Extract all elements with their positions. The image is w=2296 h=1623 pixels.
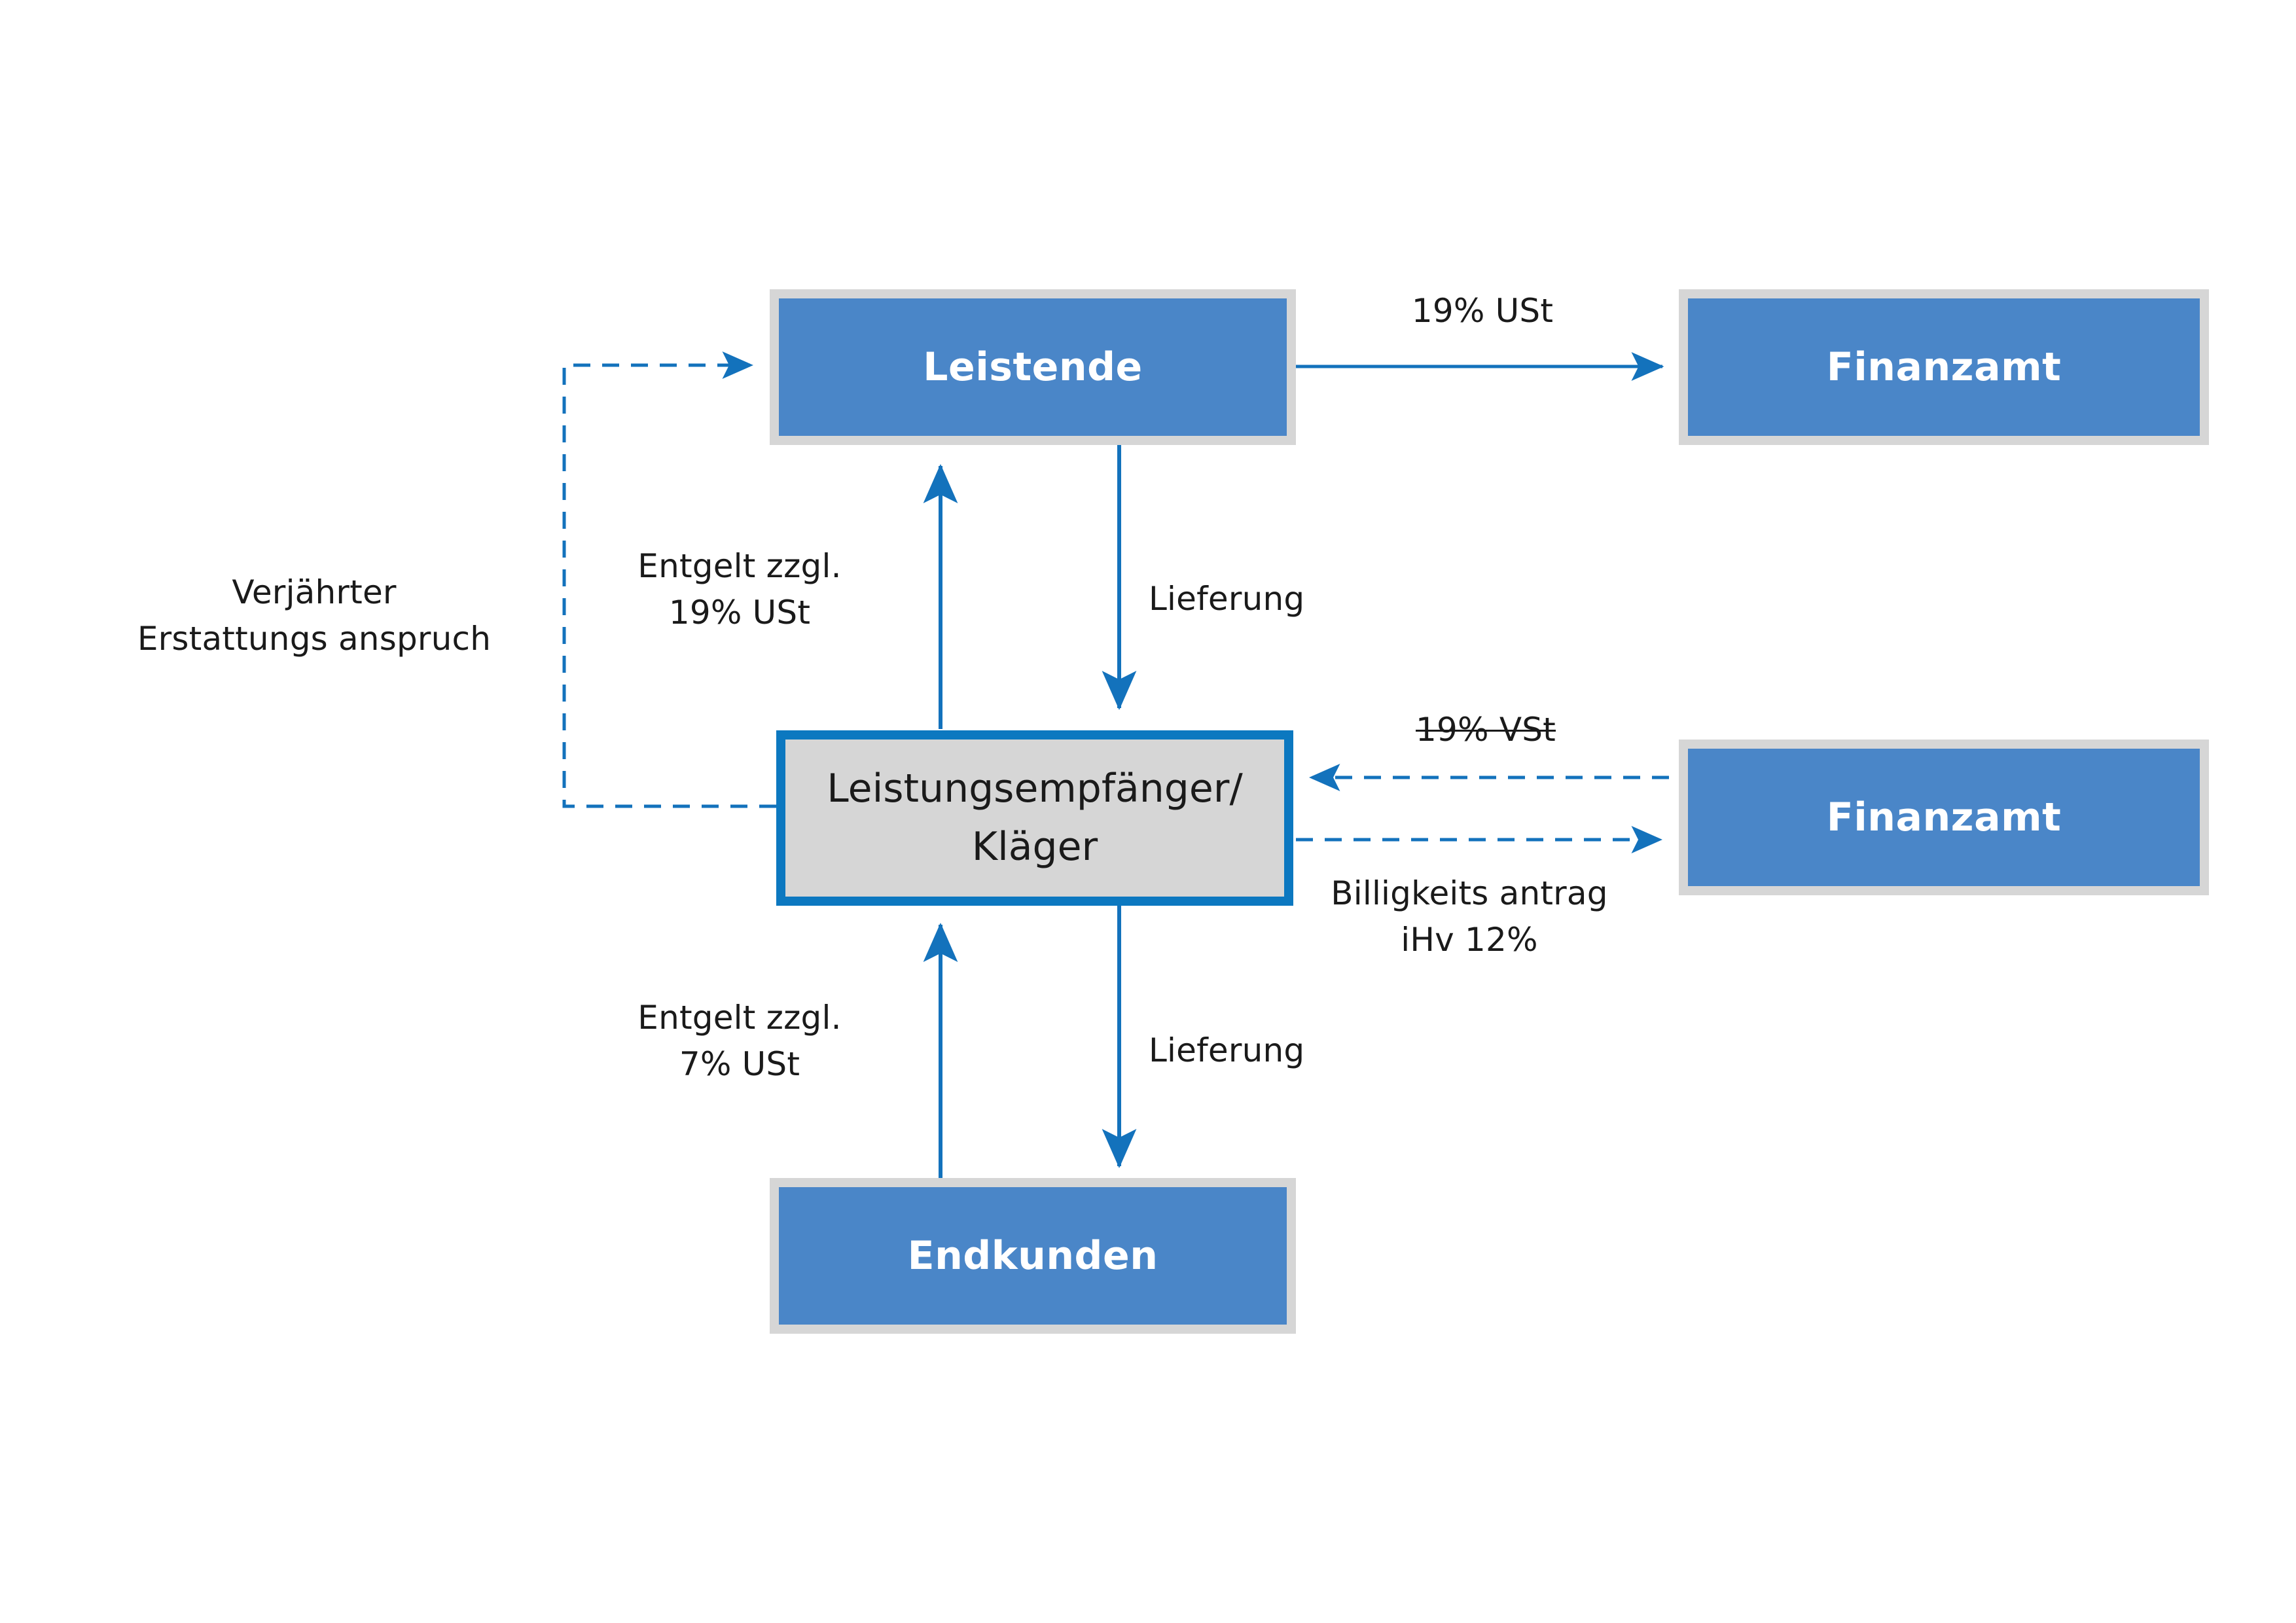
node-endkunden[interactable]: Endkunden: [770, 1178, 1296, 1334]
edge-label-ust-19-top: 19% USt: [1411, 292, 1554, 330]
node-leistungsempfaenger-label: Leistungsempfänger/ Kläger: [827, 766, 1243, 870]
node-finanzamt-bottom-label: Finanzamt: [1826, 794, 2062, 840]
node-finanzamt-top[interactable]: Finanzamt: [1679, 289, 2209, 445]
edge-label-vst-19-struck: 19% VSt: [1416, 711, 1556, 749]
edge-label-entgelt-zzgl-19: Entgelt zzgl. 19% USt: [637, 547, 842, 632]
edge-label-lieferung-bottom: Lieferung: [1149, 1031, 1305, 1069]
node-leistende-label: Leistende: [923, 344, 1143, 390]
edge-label-lieferung-top: Lieferung: [1149, 580, 1305, 618]
edge-label-verjaehrter-anspruch: Verjährter Erstattungs anspruch: [137, 573, 492, 658]
edge-label-billigkeitsantrag: Billigkeits antrag iHv 12%: [1331, 874, 1608, 959]
node-finanzamt-bottom[interactable]: Finanzamt: [1679, 740, 2209, 895]
node-leistende[interactable]: Leistende: [770, 289, 1296, 445]
node-finanzamt-top-label: Finanzamt: [1826, 344, 2062, 390]
node-endkunden-label: Endkunden: [907, 1233, 1158, 1279]
edge-label-entgelt-zzgl-7: Entgelt zzgl. 7% USt: [637, 999, 842, 1083]
node-leistungsempfaenger-klaeger[interactable]: Leistungsempfänger/ Kläger: [776, 730, 1293, 906]
